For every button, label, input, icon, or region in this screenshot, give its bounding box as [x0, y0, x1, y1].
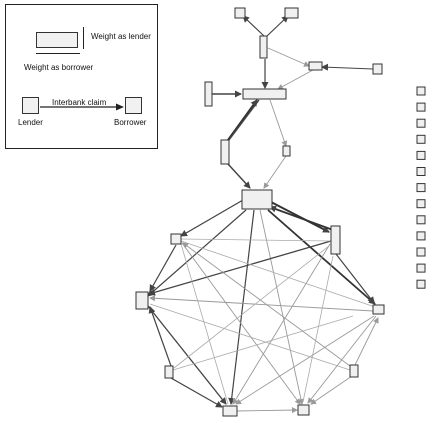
isolated-bank-node [416, 247, 426, 257]
legend-lender-weight-box [36, 32, 78, 48]
isolated-nodes [416, 86, 426, 289]
isolated-bank-node [416, 167, 426, 176]
ring-edges [147, 199, 379, 414]
upper-nodes [204, 7, 383, 210]
bank-node [242, 88, 287, 100]
legend-weight-as-borrower-label: Weight as borrower [24, 63, 94, 72]
bank-node [297, 404, 310, 416]
isolated-bank-node [416, 134, 426, 144]
isolated-bank-node [416, 118, 426, 128]
legend-borrower-label: Borrower [114, 118, 147, 127]
isolated-bank-node [416, 279, 426, 289]
isolated-bank-node [416, 263, 426, 273]
bank-node [222, 405, 238, 417]
legend-interbank-claim-label: Interbank claim [52, 98, 107, 107]
bank-node [349, 364, 359, 378]
isolated-bank-node [416, 102, 426, 112]
isolated-bank-node [416, 183, 426, 193]
bank-node [330, 225, 341, 255]
bank-node [308, 61, 323, 71]
bank-node [259, 35, 268, 59]
legend-weight-as-lender-label: Weight as lender [91, 32, 151, 41]
bank-node [282, 145, 291, 157]
bank-node [284, 7, 299, 19]
legend-borrower-box [125, 97, 142, 114]
upper-edges [212, 15, 374, 189]
isolated-bank-node [416, 199, 426, 209]
bank-node [164, 365, 174, 379]
legend-lender-box [22, 97, 39, 114]
bank-node [170, 233, 182, 245]
bank-node [135, 291, 149, 310]
isolated-bank-node [416, 231, 426, 241]
legend-lender-weight-bar [83, 27, 85, 49]
legend-claim-arrow [40, 103, 124, 111]
bank-node [220, 139, 230, 165]
legend-panel: Weight as lender Weight as borrower Inte… [5, 4, 158, 149]
bank-node [204, 81, 213, 107]
legend-lender-label: Lender [18, 118, 43, 127]
bank-node [241, 189, 273, 210]
bank-node [234, 7, 246, 19]
bank-node [372, 304, 385, 315]
ring-nodes [135, 225, 385, 417]
isolated-bank-node [416, 150, 426, 160]
legend-borrower-weight-bar [36, 53, 80, 55]
isolated-bank-node [416, 86, 426, 96]
bank-node [372, 63, 383, 75]
isolated-bank-node [416, 215, 426, 225]
